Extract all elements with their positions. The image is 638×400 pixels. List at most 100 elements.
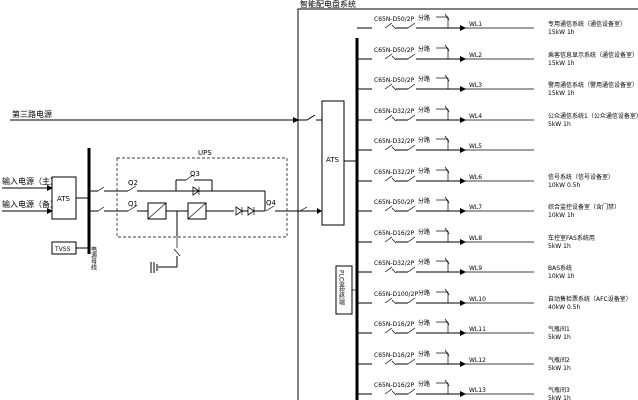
ups-q2-switch [127,185,137,192]
load-rating: 5kW 1h [548,395,571,400]
ups-bypass-diode [192,186,200,196]
breaker-switch [384,114,393,121]
ups-output-diode-1 [235,206,243,216]
breaker-switch [384,327,393,334]
arrow-icon [460,239,466,245]
breaker-switch [384,266,393,273]
load-rating: 5kW 1h [548,365,571,372]
shunt-switch [407,327,416,334]
arrow-icon [460,86,466,92]
breaker-mark [391,299,397,305]
branch-tag: 分路 [418,14,430,22]
load-rating: 10kW 1h [548,273,575,280]
circuit-id: WL8 [469,235,482,242]
branch-tag: 分路 [418,289,430,297]
branch-tag: 分路 [418,45,430,53]
breaker-mark [391,24,397,30]
circuit-id: WL10 [469,296,486,303]
breaker-label: C65N-D16/2P [374,230,415,237]
breaker-mark [391,329,397,335]
load-name: 公众通信系统1（公众通信设备室） [548,112,638,120]
load-rating: 40kW 0.5h [548,304,580,311]
branch-tag: 分路 [418,197,430,205]
circuit-id: WL12 [469,357,486,364]
circuit-id: WL5 [469,143,482,150]
branch-tag: 分路 [418,350,430,358]
shunt-switch [407,53,416,60]
breaker-label: C65N-D16/2P [374,382,415,389]
third-power-label: 第三路电源 [12,109,52,119]
third-power-arrow [293,117,299,123]
ups-q1-label: Q1 [128,200,138,208]
load-name: 专用通信系统（通信设备室） [548,20,626,28]
branch-tag: 分路 [418,228,430,236]
input-backup-label: 输入电源（备） [2,199,58,209]
load-rating: 10kW 0.5h [548,182,580,189]
breaker-label: C65N-D16/2P [374,352,415,359]
load-name: 自动售检票系统（AFC设备室） [548,295,632,303]
branch-tag: 分路 [418,167,430,175]
circuit-id: WL9 [469,265,482,272]
circuit-id: WL6 [469,174,482,181]
breaker-label: C65N-D32/2P [374,138,415,145]
shunt-switch [407,144,416,151]
ats-left-label: ATS [57,195,71,203]
shunt-switch [407,83,416,90]
arrow-icon [460,391,466,397]
ups-label: UPS [198,149,212,157]
arrow-icon [460,300,466,306]
arrow-icon [460,330,466,336]
branch-tag: 分路 [418,380,430,388]
breaker-label: C65N-D16/2P [374,321,415,328]
ups-q3-label: Q3 [190,170,200,178]
shunt-switch [407,175,416,182]
load-rating: 15kW 1h [548,29,575,36]
breaker-label: C65N-D32/2P [374,260,415,267]
circuit-id: WL4 [469,113,482,120]
shunt-switch [407,236,416,243]
load-rating: 5kW 1h [548,334,571,341]
branch-tag: 分路 [418,319,430,327]
circuit-id: WL2 [469,52,482,59]
arrow-icon [460,147,466,153]
shunt-switch [407,266,416,273]
shunt-switch [407,358,416,365]
breaker-mark [391,390,397,396]
panel-enclosure [297,8,638,400]
breaker-label: C65N-D32/2P [374,108,415,115]
input-main-label: 输入电源（主） [2,176,58,186]
arrow-icon [460,56,466,62]
circuit-id: WL3 [469,82,482,89]
breaker-switch [384,144,393,151]
shunt-switch [407,388,416,395]
ups-q3-switch [185,174,194,181]
breaker-switch [384,83,393,90]
breaker-mark [391,360,397,366]
load-name: BAS系统 [548,264,572,272]
arrow-icon [460,25,466,31]
load-name: 气瓶间1 [548,325,570,333]
ups-q4-label: Q4 [266,199,277,207]
load-rating: 5kW 1h [548,243,571,250]
breaker-switch [384,388,393,395]
busbar-label: 电源母线 [90,245,97,270]
load-name: 乘客信息显示系统（通信设备室） [548,51,638,59]
arrow-icon [460,208,466,214]
breaker-mark [391,146,397,152]
ups-q4-switch [265,205,275,212]
breaker-label: C65N-D32/2P [374,169,415,176]
shunt-switch [407,22,416,29]
branch-tag: 分路 [418,258,430,266]
breaker-switch [384,358,393,365]
breaker-switch [384,236,393,243]
breaker-label: C65N-D100/2P [374,291,418,298]
